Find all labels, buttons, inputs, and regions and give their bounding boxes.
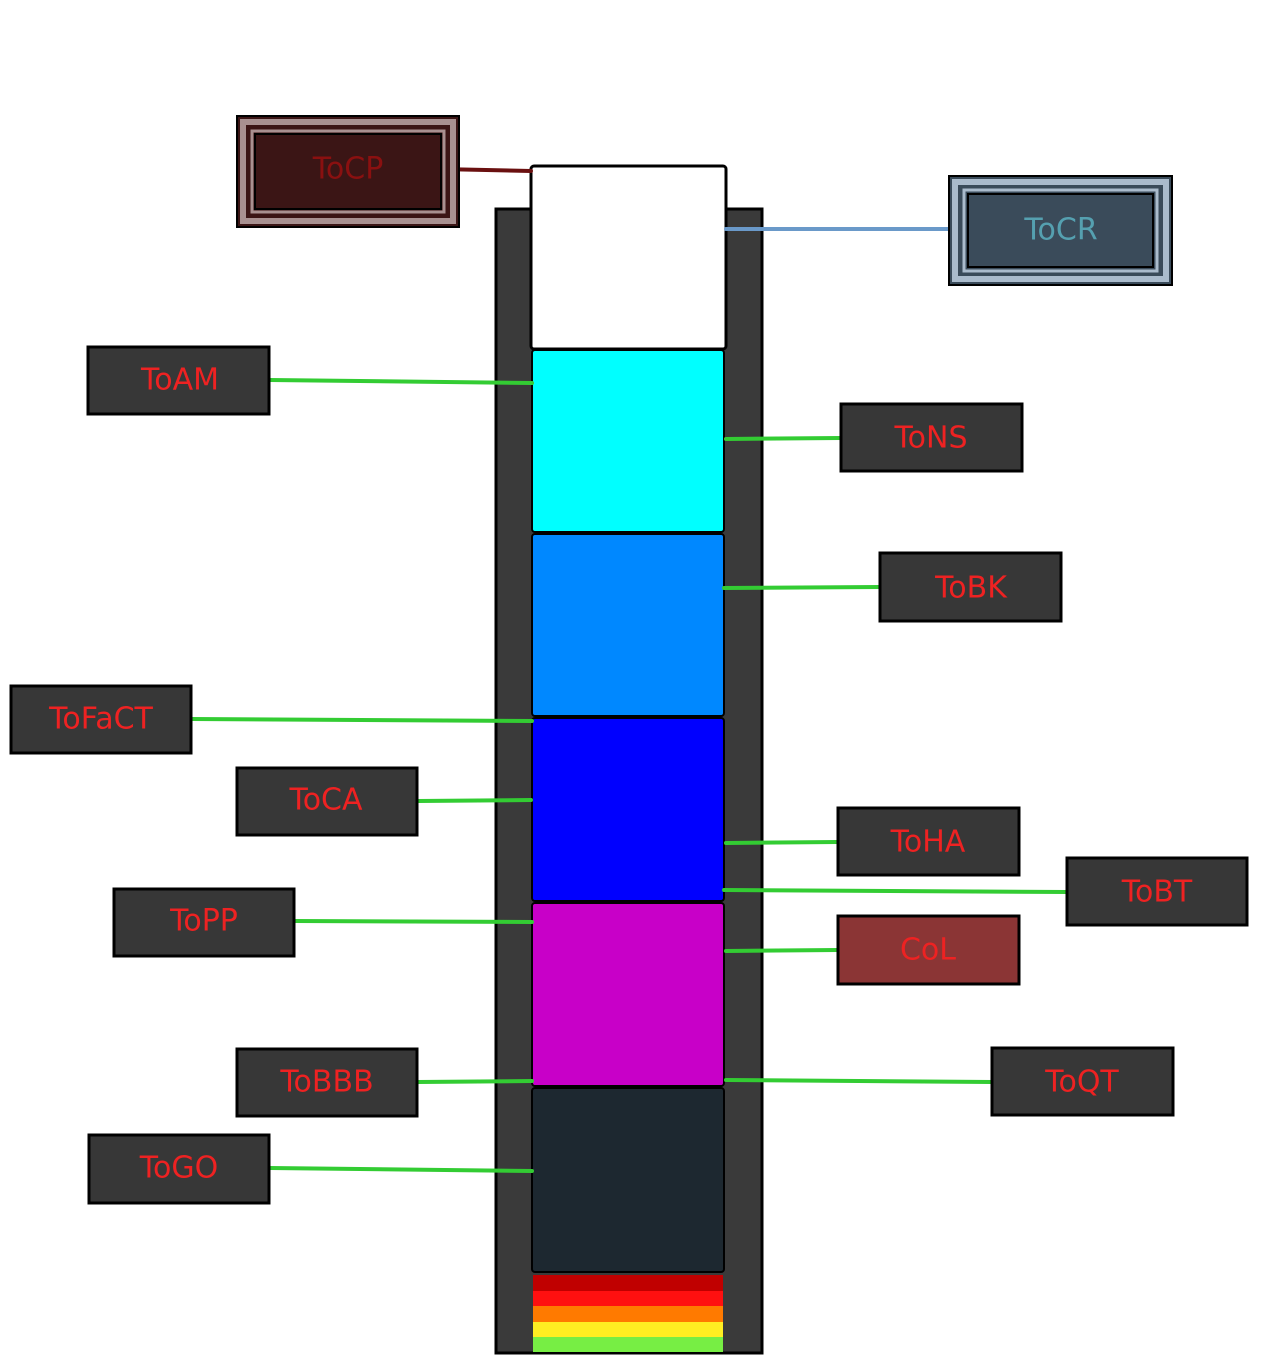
label-text-tocr: ToCR (1023, 213, 1097, 248)
label-text-tocp: ToCP (312, 152, 384, 187)
label-text-toam: ToAM (140, 363, 219, 398)
connector-tofact (190, 717, 534, 723)
tower-segment-white (529, 164, 728, 351)
tocp-border-1 (240, 119, 456, 224)
label-box-toqt: ToQT (990, 1046, 1175, 1117)
connector-tons (724, 436, 843, 441)
tower-segment-cyan (531, 349, 725, 533)
connector-togo (268, 1166, 534, 1173)
tower-segment-dark-navy (531, 1087, 725, 1273)
connector-toha (724, 840, 840, 845)
label-box-topp: ToPP (112, 887, 296, 958)
tower-stripe (533, 1275, 723, 1291)
label-text-tobk: ToBK (934, 571, 1008, 606)
label-box-tocp: ToCP (236, 115, 460, 228)
connector-topp (293, 919, 534, 924)
label-text-tobt: ToBT (1121, 875, 1193, 910)
label-text-toqt: ToQT (1044, 1065, 1119, 1100)
label-box-tobk: ToBK (878, 551, 1063, 623)
label-text-toca: ToCA (288, 783, 363, 818)
tower-stripe (533, 1306, 723, 1322)
label-box-toca: ToCA (235, 766, 419, 837)
tocr-border-3 (967, 193, 1154, 268)
label-text-tons: ToNS (893, 421, 967, 456)
label-box-tofact: ToFaCT (9, 684, 193, 755)
label-box-toam: ToAM (86, 345, 271, 416)
connector-tobbb (416, 1079, 534, 1084)
label-box-tons: ToNS (839, 402, 1024, 473)
label-box-togo: ToGO (87, 1133, 271, 1205)
label-box-tobt: ToBT (1065, 856, 1249, 927)
connector-toam (268, 378, 534, 385)
tower-segment-blue (531, 717, 725, 902)
tower-stripe (533, 1291, 723, 1306)
tocr-border-1 (952, 179, 1169, 282)
label-box-toha: ToHA (836, 806, 1021, 877)
tower-segment-azure (531, 533, 725, 717)
connector-toca (416, 798, 533, 803)
label-box-col: CoL (836, 914, 1021, 986)
connector-tobk (722, 585, 882, 590)
tocp-border-2 (250, 129, 446, 214)
label-text-toha: ToHA (890, 825, 966, 860)
label-text-tofact: ToFaCT (48, 702, 153, 737)
connector-toqt (724, 1078, 994, 1084)
label-text-topp: ToPP (169, 904, 238, 939)
tower-segment-magenta (531, 902, 725, 1087)
tower-stripe (533, 1337, 723, 1352)
tocp-border-3 (254, 133, 442, 210)
label-box-tocr: ToCR (948, 175, 1173, 286)
connectors (190, 167, 1069, 1173)
label-text-col: CoL (900, 933, 956, 968)
connector-col (724, 948, 840, 953)
tower-stripe (533, 1322, 723, 1337)
label-text-tobbb: ToBBB (279, 1065, 373, 1100)
label-box-tobbb: ToBBB (235, 1047, 419, 1118)
label-text-togo: ToGO (139, 1151, 218, 1186)
tocr-border-2 (962, 188, 1159, 273)
connector-tobt (722, 888, 1069, 894)
